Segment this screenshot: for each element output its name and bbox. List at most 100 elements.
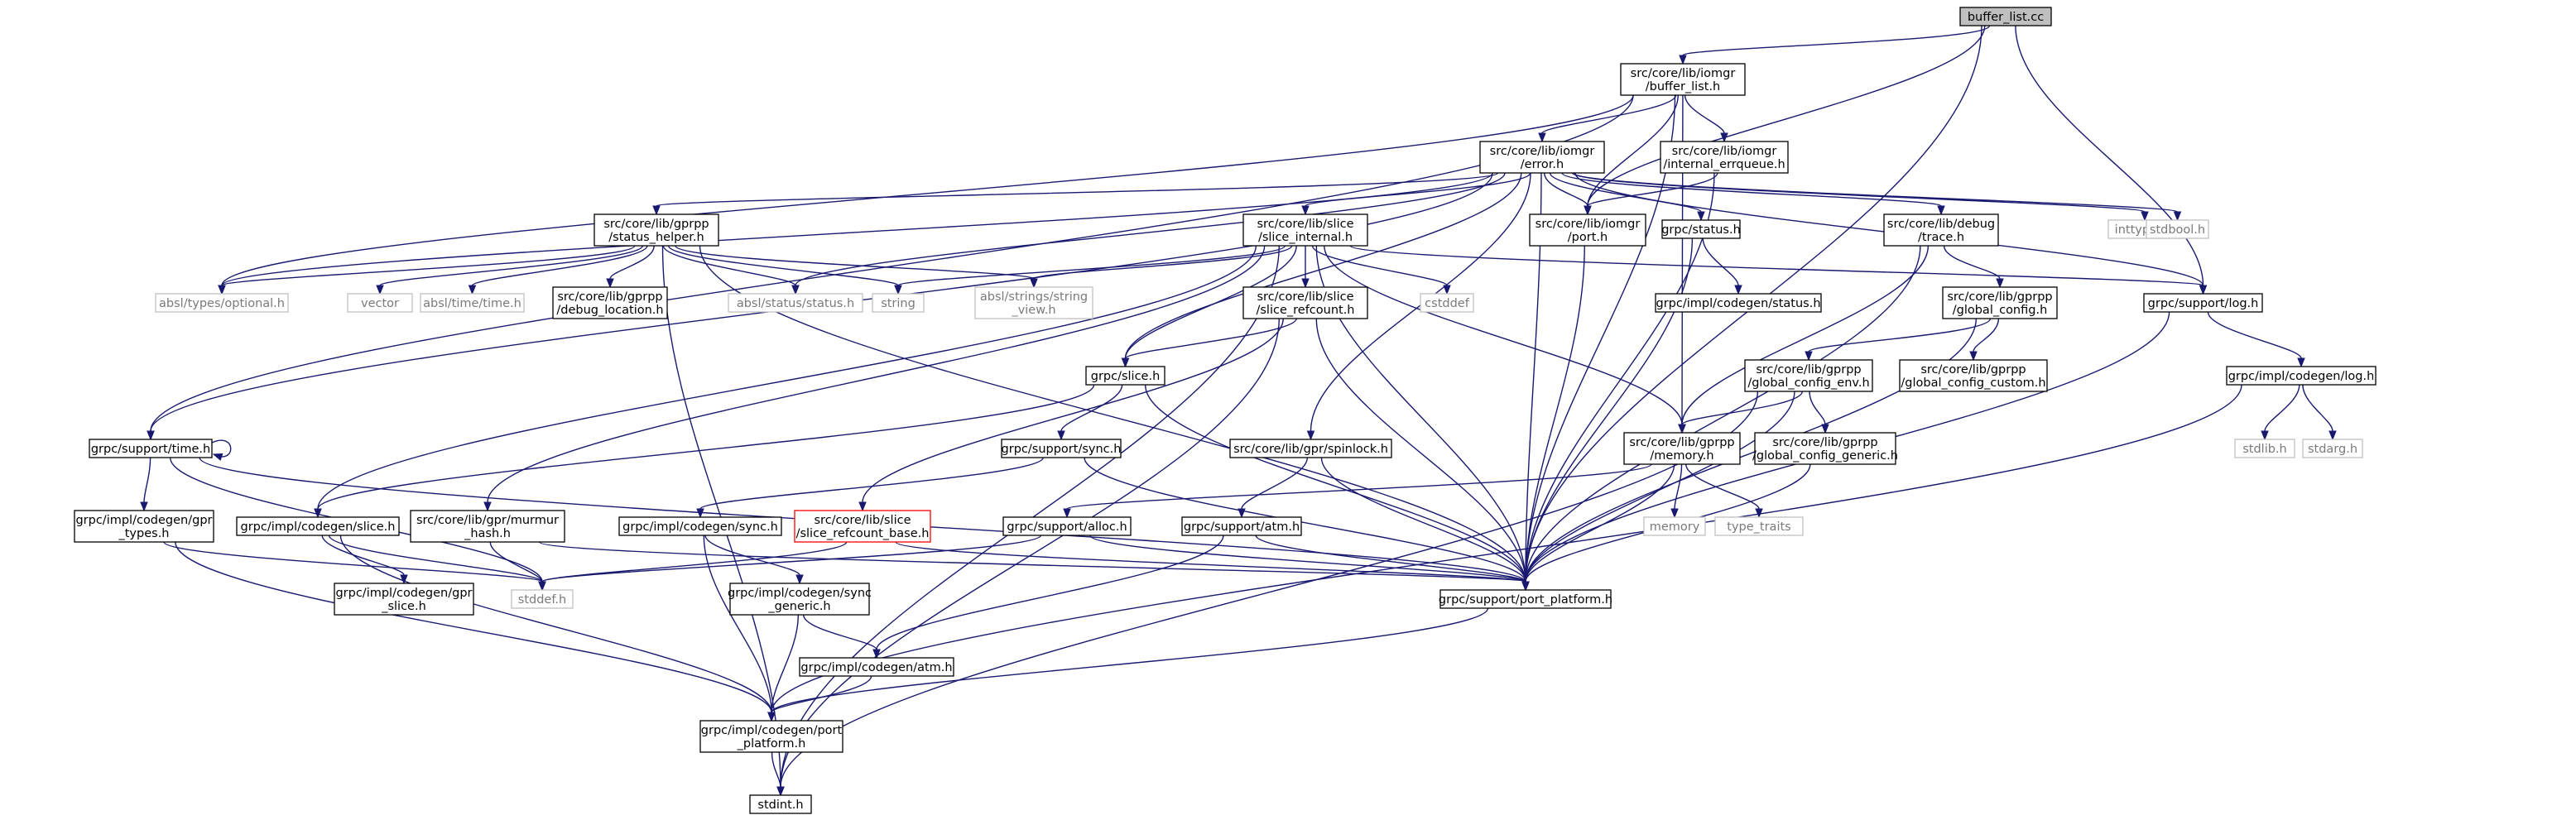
node-support_sync_h[interactable]: grpc/support/sync.h xyxy=(1001,439,1122,458)
edge-support_alloc_h-to-stddef_h xyxy=(538,535,1041,592)
node-slice_internal_h[interactable]: src/core/lib/slice/slice_internal.h xyxy=(1242,213,1368,247)
node-label-error_h-1: /error.h xyxy=(1521,158,1564,171)
node-label-codegen_slice_h-0: grpc/impl/codegen/slice.h xyxy=(241,520,396,534)
node-label-buffer_list_h-1: /buffer_list.h xyxy=(1646,80,1721,94)
node-error_h[interactable]: src/core/lib/iomgr/error.h xyxy=(1479,141,1605,174)
node-box-stdlib_h xyxy=(2234,439,2295,458)
node-codegen_status_h[interactable]: grpc/impl/codegen/status.h xyxy=(1655,293,1822,313)
node-label-string-0: string xyxy=(881,297,916,310)
node-stdarg_h: stdarg.h xyxy=(2302,439,2363,458)
node-label-codegen_gpr_slice_h-0: grpc/impl/codegen/gpr xyxy=(335,587,472,600)
node-absl_status_h: absl/status/status.h xyxy=(728,293,863,313)
node-label-internal_errqueue_h-0: src/core/lib/iomgr xyxy=(1672,145,1777,158)
node-label-gpr_spinlock_h-0: src/core/lib/gpr/spinlock.h xyxy=(1233,443,1388,456)
node-absl_optional_h: absl/types/optional.h xyxy=(155,293,289,313)
node-codegen_sync_h[interactable]: grpc/impl/codegen/sync.h xyxy=(618,516,782,536)
node-debug_trace_h[interactable]: src/core/lib/debug/trace.h xyxy=(1883,213,1999,247)
node-gpr_types_h[interactable]: grpc/impl/codegen/gpr_types.h xyxy=(74,510,214,543)
node-global_config_h[interactable]: src/core/lib/gprpp/global_config.h xyxy=(1942,286,2058,319)
node-port_h[interactable]: src/core/lib/iomgr/port.h xyxy=(1529,213,1646,247)
edge-codegen_log_h-to-stdarg_h xyxy=(2302,384,2337,441)
node-support_time_h[interactable]: grpc/support/time.h xyxy=(89,439,213,458)
node-label-codegen_port_platform_h-1: _platform.h xyxy=(737,737,806,750)
node-label-debug_trace_h-1: /trace.h xyxy=(1918,231,1964,244)
node-global_config_env_h[interactable]: src/core/lib/gprpp/global_config_env.h xyxy=(1744,359,1873,392)
node-global_config_generic_h[interactable]: src/core/lib/gprpp/global_config_generic… xyxy=(1752,432,1898,465)
edge-slice_refcount_h-to-grpc_slice_h xyxy=(1121,318,1297,368)
node-box-codegen_slice_h xyxy=(236,516,400,536)
node-box-slice_internal_h xyxy=(1242,213,1368,247)
node-stddef_h: stddef.h xyxy=(511,589,574,609)
edge-support_time_h-to-support_time_h xyxy=(211,439,232,461)
edges-layer xyxy=(140,25,2337,797)
node-label-support_time_h-0: grpc/support/time.h xyxy=(91,443,210,456)
node-label-memory-0: memory xyxy=(1650,520,1700,534)
node-grpc_status_h[interactable]: grpc/status.h xyxy=(1661,219,1741,239)
edge-status_helper_h-to-absl_status_h xyxy=(662,245,800,295)
node-label-codegen_port_platform_h-0: grpc/impl/codegen/port xyxy=(701,724,843,737)
node-internal_errqueue_h[interactable]: src/core/lib/iomgr/internal_errqueue.h xyxy=(1660,141,1789,174)
node-box-stddef_h xyxy=(511,589,574,609)
edge-gpr_types_h-to-stddef_h xyxy=(163,541,546,592)
edge-global_config_h-to-port_platform_h xyxy=(1521,318,1978,592)
node-murmur_hash_h[interactable]: src/core/lib/gpr/murmur_hash.h xyxy=(410,510,565,543)
node-global_config_custom_h[interactable]: src/core/lib/gprpp/global_config_custom.… xyxy=(1899,359,2048,392)
node-label-global_config_custom_h-1: /global_config_custom.h xyxy=(1901,376,2045,390)
node-box-support_log_h xyxy=(2143,293,2263,313)
node-codegen_gpr_slice_h[interactable]: grpc/impl/codegen/gpr_slice.h xyxy=(334,583,474,616)
edge-buffer_list_h-to-internal_errqueue_h xyxy=(1684,94,1728,143)
node-codegen_slice_h[interactable]: grpc/impl/codegen/slice.h xyxy=(236,516,400,536)
node-box-absl_string_view_h xyxy=(974,286,1093,319)
node-label-stdarg_h-0: stdarg.h xyxy=(2308,443,2357,456)
edge-codegen_port_platform_h-to-stdint_h xyxy=(771,751,785,797)
node-codegen_port_platform_h[interactable]: grpc/impl/codegen/port_platform.h xyxy=(699,720,843,753)
edge-global_config_env_h-to-memory_h xyxy=(1678,391,1804,434)
node-label-port_platform_h-0: grpc/support/port_platform.h xyxy=(1439,593,1612,607)
node-support_alloc_h[interactable]: grpc/support/alloc.h xyxy=(1002,516,1132,536)
node-box-support_time_h xyxy=(89,439,213,458)
node-stdint_h[interactable]: stdint.h xyxy=(749,794,812,814)
edge-buffer_list_h-to-absl_optional_h xyxy=(218,94,1634,295)
edge-error_h-to-status_helper_h xyxy=(652,172,1499,216)
node-codegen_sync_generic_h[interactable]: grpc/impl/codegen/sync_generic.h xyxy=(728,583,872,616)
edge-grpc_slice_h-to-port_platform_h xyxy=(1144,384,1530,592)
edge-buffer_list_h-to-error_h xyxy=(1538,94,1677,143)
edge-global_config_env_h-to-global_config_generic_h xyxy=(1809,391,1829,434)
node-grpc_slice_h[interactable]: grpc/slice.h xyxy=(1085,366,1165,386)
node-label-global_config_custom_h-0: src/core/lib/gprpp xyxy=(1920,363,2026,376)
node-label-slice_internal_h-1: /slice_internal.h xyxy=(1258,231,1353,244)
node-cstddef: cstddef xyxy=(1420,293,1474,313)
node-support_atm_h[interactable]: grpc/support/atm.h xyxy=(1181,516,1302,536)
edge-codegen_sync_h-to-codegen_sync_generic_h xyxy=(704,535,804,585)
edge-codegen_slice_h-to-codegen_gpr_slice_h xyxy=(321,535,408,585)
node-support_log_h[interactable]: grpc/support/log.h xyxy=(2143,293,2263,313)
edge-error_h-to-port_h xyxy=(1544,172,1592,216)
node-slice_refcount_h[interactable]: src/core/lib/slice/slice_refcount.h xyxy=(1242,286,1368,319)
node-buffer_list_h[interactable]: src/core/lib/iomgr/buffer_list.h xyxy=(1620,63,1746,96)
edge-codegen_log_h-to-stdlib_h xyxy=(2261,384,2300,441)
node-label-error_h-0: src/core/lib/iomgr xyxy=(1490,145,1595,158)
node-box-port_platform_h xyxy=(1439,589,1612,609)
edge-slice_internal_h-to-murmur_hash_h xyxy=(483,245,1266,512)
node-codegen_log_h[interactable]: grpc/impl/codegen/log.h xyxy=(2226,366,2377,386)
node-root[interactable]: buffer_list.cc xyxy=(1959,7,2052,26)
node-memory_h[interactable]: src/core/lib/gprpp/memory.h xyxy=(1623,432,1741,465)
edge-slice_internal_h-to-slice_refcount_h xyxy=(1301,246,1310,289)
node-box-status_helper_h xyxy=(594,213,719,247)
edge-slice_internal_h-to-cstddef xyxy=(1311,245,1451,295)
node-codegen_atm_h[interactable]: grpc/impl/codegen/atm.h xyxy=(799,657,954,677)
node-box-debug_location_h xyxy=(552,286,668,319)
node-box-stdbool_h xyxy=(2146,219,2209,239)
node-box-codegen_sync_generic_h xyxy=(729,583,870,616)
node-label-debug_location_h-0: src/core/lib/gprpp xyxy=(557,290,662,304)
node-slice_refcount_base_h[interactable]: src/core/lib/slice/slice_refcount_base.h xyxy=(794,510,931,543)
node-stdbool_h: stdbool.h xyxy=(2146,219,2209,239)
node-status_helper_h[interactable]: src/core/lib/gprpp/status_helper.h xyxy=(594,213,719,247)
node-box-gpr_spinlock_h xyxy=(1229,439,1392,458)
node-label-support_log_h-0: grpc/support/log.h xyxy=(2148,297,2259,310)
node-label-grpc_status_h-0: grpc/status.h xyxy=(1661,223,1741,237)
node-debug_location_h[interactable]: src/core/lib/gprpp/debug_location.h xyxy=(552,286,668,319)
node-gpr_spinlock_h[interactable]: src/core/lib/gpr/spinlock.h xyxy=(1229,439,1392,458)
node-port_platform_h[interactable]: grpc/support/port_platform.h xyxy=(1439,589,1612,609)
